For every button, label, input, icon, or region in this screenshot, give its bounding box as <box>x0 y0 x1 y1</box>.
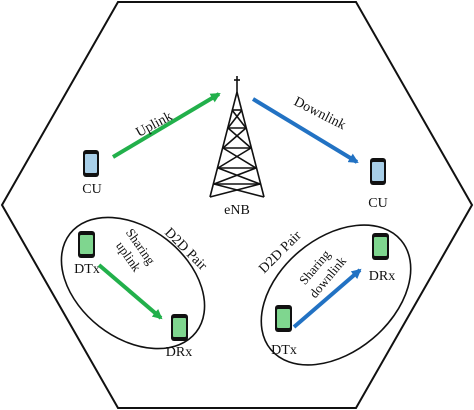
downlink-arrow <box>251 97 359 164</box>
uplink-arrow <box>111 92 221 159</box>
d2d-right-link-arrow <box>292 268 362 329</box>
d2d-left-link-arrow <box>97 263 163 320</box>
d2d-left-rx-label: DRx <box>166 345 192 360</box>
smartphone-icon <box>78 231 95 258</box>
smartphone-icon <box>83 150 99 177</box>
smartphone-icon <box>372 233 389 260</box>
enb-label: eNB <box>224 203 250 218</box>
d2d-pair-right-boundary <box>260 224 412 366</box>
d2d-left-tx-label: DTx <box>74 262 100 277</box>
d2d-pair-left-boundary <box>60 216 206 350</box>
smartphone-icon <box>275 305 292 332</box>
smartphone-icon <box>171 314 188 341</box>
d2d-right-tx-label: DTx <box>271 343 297 358</box>
cu-right-label: CU <box>368 196 387 211</box>
smartphone-icon <box>370 158 386 185</box>
cu-left-label: CU <box>82 182 101 197</box>
cell-tower-icon <box>209 76 265 198</box>
d2d-right-rx-label: DRx <box>369 269 395 284</box>
